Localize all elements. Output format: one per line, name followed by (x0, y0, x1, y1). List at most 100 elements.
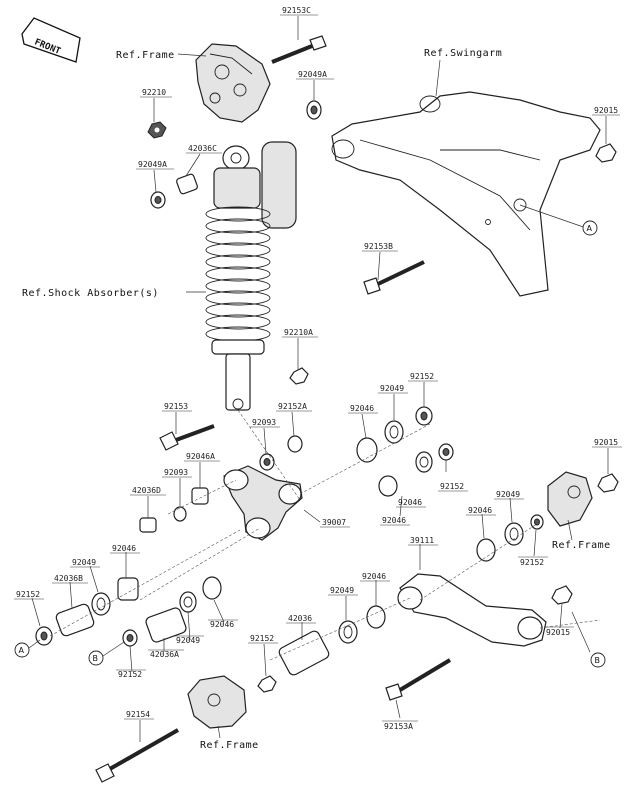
part-label-92046A: 92046A (186, 452, 215, 461)
collar-42036 (278, 630, 330, 676)
washer-92049A-top (306, 100, 322, 120)
part-label-92015-right: 92015 (594, 438, 618, 447)
shock-absorber (205, 141, 297, 411)
part-label-92210A: 92210A (284, 328, 313, 337)
upper-frame-bracket (195, 43, 271, 123)
bolt-92153B (363, 260, 425, 295)
nut-92210A (289, 367, 309, 385)
lower-frame-bracket (187, 675, 247, 729)
marker-A-left: A (14, 642, 30, 658)
part-label-92015-top: 92015 (594, 106, 618, 115)
leader-lines (31, 16, 609, 742)
washer-92152-c (257, 675, 277, 693)
right-frame-bracket (547, 471, 593, 527)
washer-92049-mid (415, 451, 433, 473)
washer-92049-top (384, 420, 404, 444)
front-direction-badge: FRONT (21, 17, 81, 63)
part-label-92046-r: 92046 (382, 516, 406, 525)
nut-92015-b (551, 585, 573, 605)
part-label-42036D: 42036D (132, 486, 161, 495)
rocker-arm-39007 (223, 465, 303, 541)
ref-frame-bottom: Ref.Frame (200, 740, 259, 751)
part-label-92046-mid: 92046 (350, 404, 374, 413)
nut-92015-top (595, 143, 617, 163)
marker-B-right: B (590, 652, 606, 668)
bolt-92153 (159, 424, 215, 451)
nut-92015-right (597, 473, 619, 493)
bearing-92046A (191, 487, 209, 505)
part-label-92046-lc: 92046 (210, 620, 234, 629)
part-label-92049-l: 92049 (72, 558, 96, 567)
part-label-92049-lc: 92049 (176, 636, 200, 645)
washer-92049-l (91, 592, 111, 616)
washer-92049A-left (150, 191, 166, 209)
part-label-92153B: 92153B (364, 242, 393, 251)
bolt-92153C (271, 35, 327, 64)
part-label-39007: 39007 (322, 518, 346, 527)
bearing-92046-l (117, 577, 139, 601)
part-label-92049A-left: 92049A (138, 160, 167, 169)
collar-42036B (55, 603, 95, 637)
washer-92152-r (530, 514, 544, 530)
bearing-92046-r (476, 538, 496, 562)
svg-text:B: B (93, 654, 99, 663)
part-label-92153: 92153 (164, 402, 188, 411)
washer-92049-c (338, 620, 358, 644)
part-label-92046-rr: 92046 (468, 506, 492, 515)
part-label-42036: 42036 (288, 614, 312, 623)
ref-swingarm: Ref.Swingarm (424, 48, 502, 59)
bolt-92154 (95, 728, 179, 783)
part-label-92154: 92154 (126, 710, 150, 719)
bearing-92046-mid (356, 437, 378, 463)
tie-rod-39111 (397, 573, 547, 647)
part-label-92046-l: 92046 (112, 544, 136, 553)
part-label-92093: 92093 (252, 418, 276, 427)
part-label-92152-c: 92152 (250, 634, 274, 643)
part-label-42036C: 42036C (188, 144, 217, 153)
washer-92049-r (504, 522, 524, 546)
bearing-92046-lc (202, 576, 222, 600)
part-label-42036A: 42036A (150, 650, 179, 659)
collar-42036D (139, 517, 157, 533)
washer-92049-lc (179, 591, 197, 613)
part-label-92049A-top: 92049A (298, 70, 327, 79)
part-label-92152A: 92152A (278, 402, 307, 411)
ref-shock-absorber: Ref.Shock Absorber(s) (22, 288, 159, 299)
marker-A-swingarm: A (582, 220, 598, 236)
collar-42036A (145, 607, 187, 643)
part-label-92046-c: 92046 (362, 572, 386, 581)
swingarm (331, 91, 601, 297)
axis-lines (49, 409, 601, 661)
washer-92152-l (35, 626, 53, 646)
part-label-92152-mid: 92152 (440, 482, 464, 491)
washer-92093 (259, 453, 275, 471)
ref-frame-top: Ref.Frame (116, 50, 175, 61)
marker-B-left: B (88, 650, 104, 666)
part-labels: 92153C 92049A 92210 42036C 92049A 92015 … (14, 6, 622, 731)
svg-text:A: A (19, 646, 25, 655)
washer-92093-b (173, 506, 187, 522)
svg-text:A: A (587, 224, 593, 233)
part-label-92046-mid2: 92046 (398, 498, 422, 507)
washer-92152A (287, 435, 303, 453)
part-label-92049-top: 92049 (380, 384, 404, 393)
part-label-92152-r: 92152 (520, 558, 544, 567)
part-label-42036B: 42036B (54, 574, 83, 583)
washer-92152-mid (438, 443, 454, 461)
part-label-39111: 39111 (410, 536, 434, 545)
collar-42036C (176, 173, 198, 195)
part-label-92049-c: 92049 (330, 586, 354, 595)
nut-92210 (147, 121, 167, 139)
bearing-92046-c (366, 605, 386, 629)
part-label-92152-top: 92152 (410, 372, 434, 381)
part-label-92153C: 92153C (282, 6, 311, 15)
bearing-92046-mid2 (378, 475, 398, 497)
part-label-92015-b: 92015 (546, 628, 570, 637)
ref-frame-right: Ref.Frame (552, 540, 611, 551)
washer-92152-top (415, 406, 433, 426)
bolt-92153A (385, 658, 452, 701)
part-label-92152-b: 92152 (118, 670, 142, 679)
part-label-92152-l: 92152 (16, 590, 40, 599)
part-label-92210: 92210 (142, 88, 166, 97)
